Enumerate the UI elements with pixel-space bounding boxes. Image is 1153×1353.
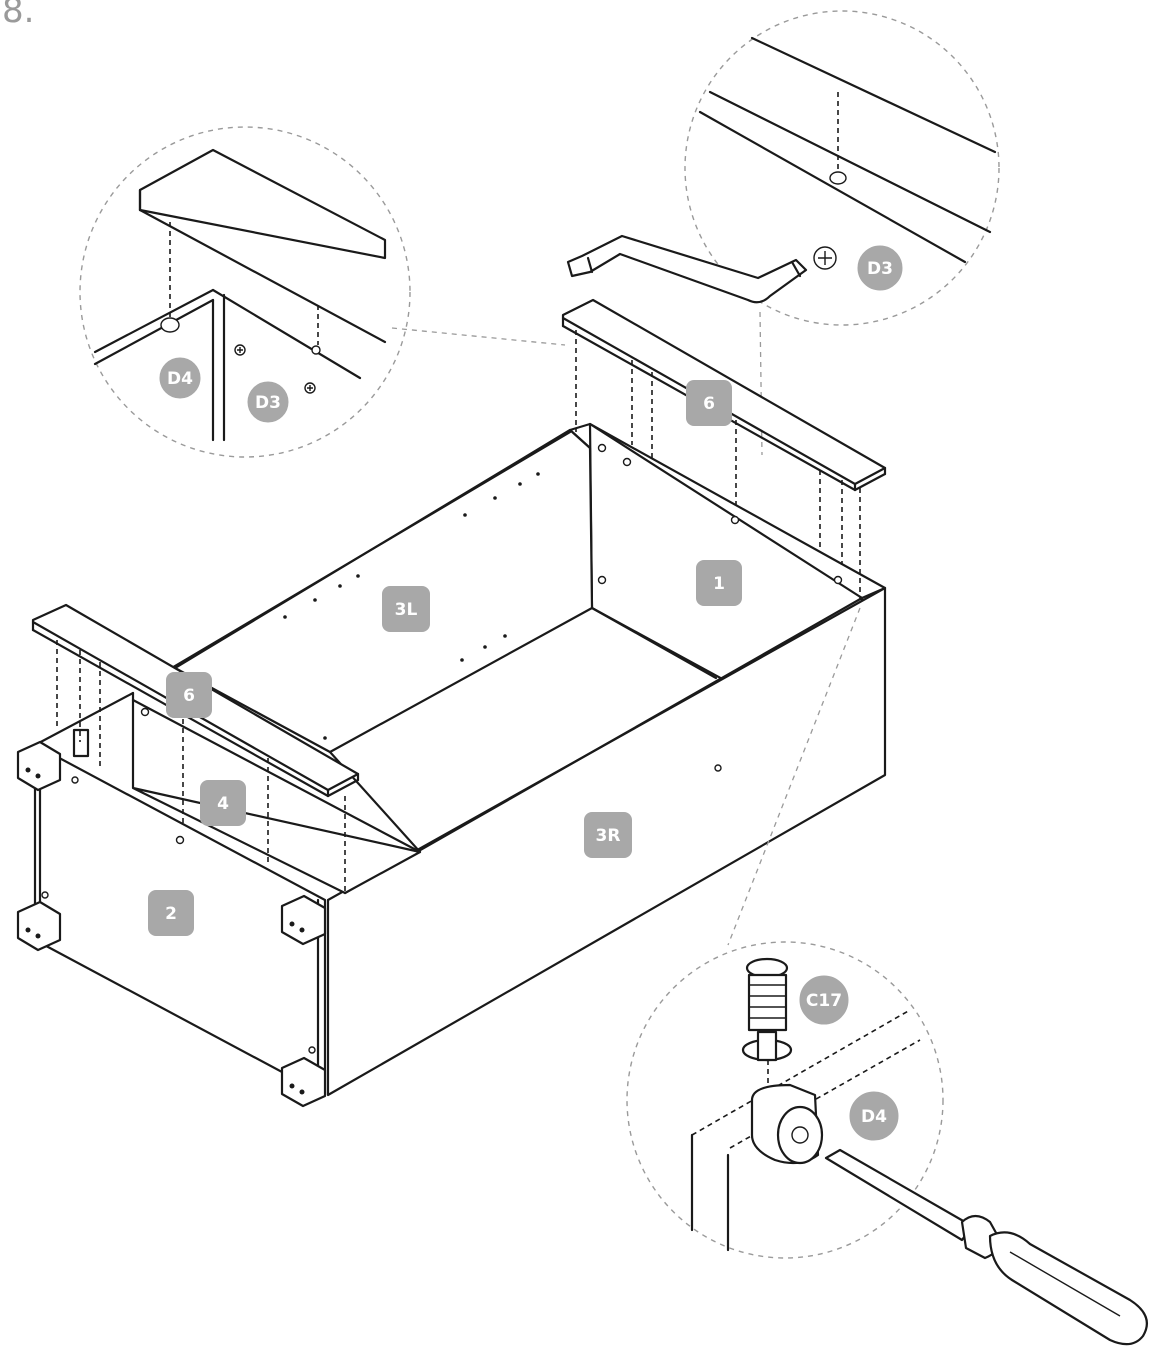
badge-d4-bottom: D4 <box>846 1088 902 1144</box>
screwdriver-icon <box>824 1148 1148 1346</box>
leg-front-right-bottom <box>280 1056 327 1108</box>
badge-d4-left: D4 <box>156 354 204 402</box>
badge-part-3l: 3L <box>382 586 430 632</box>
screw-icon <box>813 246 837 270</box>
svg-text:3R: 3R <box>596 826 621 846</box>
leg-front-left-top <box>16 740 62 792</box>
detail-circle-top: D3 <box>684 10 1000 456</box>
cam-bolt-icon <box>741 957 793 1062</box>
badge-part-1: 1 <box>696 560 742 606</box>
svg-text:D3: D3 <box>255 393 281 413</box>
badge-part-6-front: 6 <box>166 672 212 718</box>
svg-text:D4: D4 <box>167 369 193 389</box>
screw-icon <box>304 382 316 394</box>
step-number: 8. <box>2 0 34 31</box>
badge-d3-left: D3 <box>244 378 292 426</box>
badge-c17: C17 <box>796 972 852 1028</box>
svg-text:3L: 3L <box>395 600 418 620</box>
svg-text:D3: D3 <box>867 259 893 279</box>
svg-text:D4: D4 <box>861 1107 887 1127</box>
leg-front-right-top <box>280 894 327 946</box>
svg-text:6: 6 <box>183 686 195 706</box>
badge-part-4: 4 <box>200 780 246 826</box>
cam-lock-icon <box>750 1083 824 1165</box>
svg-text:2: 2 <box>165 904 177 924</box>
svg-text:4: 4 <box>217 794 229 814</box>
svg-text:1: 1 <box>713 574 725 594</box>
detail-circle-left: D4 D3 <box>79 126 566 458</box>
badge-d3-top: D3 <box>854 242 906 294</box>
detail-circle-bottom: C17 D4 <box>626 607 944 1259</box>
leg-front-left-bottom <box>16 900 62 952</box>
allen-key-icon <box>566 234 808 304</box>
badge-part-2: 2 <box>148 890 194 936</box>
screw-icon <box>234 344 246 356</box>
badge-part-6-top: 6 <box>686 380 732 426</box>
svg-text:6: 6 <box>703 394 715 414</box>
badge-part-3r: 3R <box>584 812 632 858</box>
svg-text:C17: C17 <box>806 991 842 1011</box>
shelf-pin-holes <box>283 472 540 740</box>
